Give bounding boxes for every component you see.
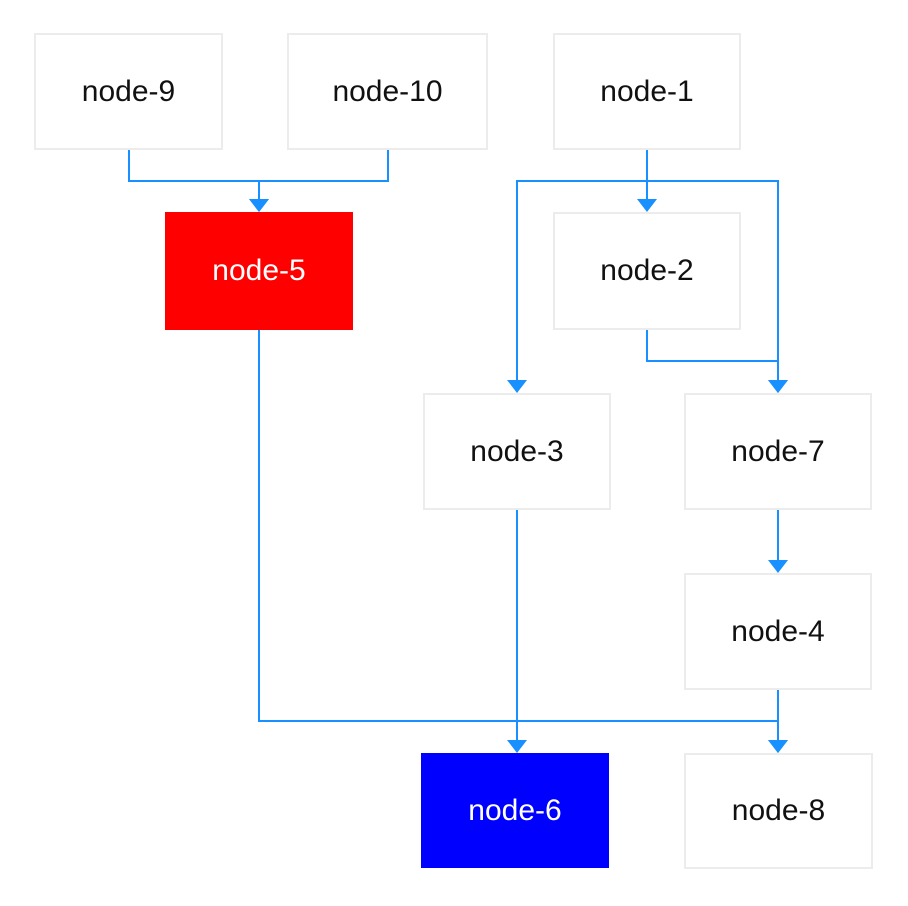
node-9[interactable]: node-9 [34, 33, 223, 150]
edge-arrowhead [768, 380, 788, 393]
node-label: node-5 [212, 254, 306, 287]
edge-node-9-to-node-5 [128, 150, 269, 212]
node-3[interactable]: node-3 [423, 393, 611, 510]
edge-node-7-to-node-4 [768, 510, 788, 573]
edge-arrowhead [507, 380, 527, 393]
node-label: node-4 [731, 614, 825, 648]
node-6[interactable]: node-6 [421, 753, 609, 868]
edge-arrowhead [249, 199, 269, 212]
edge-arrowhead [768, 380, 788, 393]
edge-arrowhead [507, 740, 527, 753]
edge-node-2-to-node-7 [646, 330, 788, 393]
node-label: node-10 [332, 74, 443, 108]
edge-arrowhead [768, 740, 788, 753]
node-5[interactable]: node-5 [165, 212, 353, 330]
node-label: node-8 [731, 794, 826, 827]
node-10[interactable]: node-10 [287, 33, 488, 150]
node-label: node-3 [470, 434, 564, 468]
edge-arrowhead [249, 199, 269, 212]
edge-line [128, 150, 260, 199]
node-7[interactable]: node-7 [684, 393, 872, 510]
edge-arrowhead [768, 560, 788, 573]
edge-arrowhead [768, 740, 788, 753]
edge-arrowhead [637, 199, 657, 212]
node-8[interactable]: node-8 [684, 753, 873, 869]
edge-node-4-to-node-8 [768, 690, 788, 753]
node-2[interactable]: node-2 [553, 212, 741, 330]
node-label: node-6 [468, 793, 562, 827]
edge-line [258, 150, 389, 199]
edge-line [646, 330, 779, 380]
node-label: node-1 [600, 74, 694, 108]
node-1[interactable]: node-1 [553, 33, 741, 150]
edge-node-3-to-node-6 [507, 510, 527, 753]
node-label: node-7 [731, 434, 825, 468]
node-label: node-9 [81, 74, 176, 108]
node-4[interactable]: node-4 [684, 573, 872, 690]
edge-node-10-to-node-5 [249, 150, 389, 212]
edge-node-1-to-node-2 [637, 150, 657, 212]
node-label: node-2 [600, 254, 694, 287]
